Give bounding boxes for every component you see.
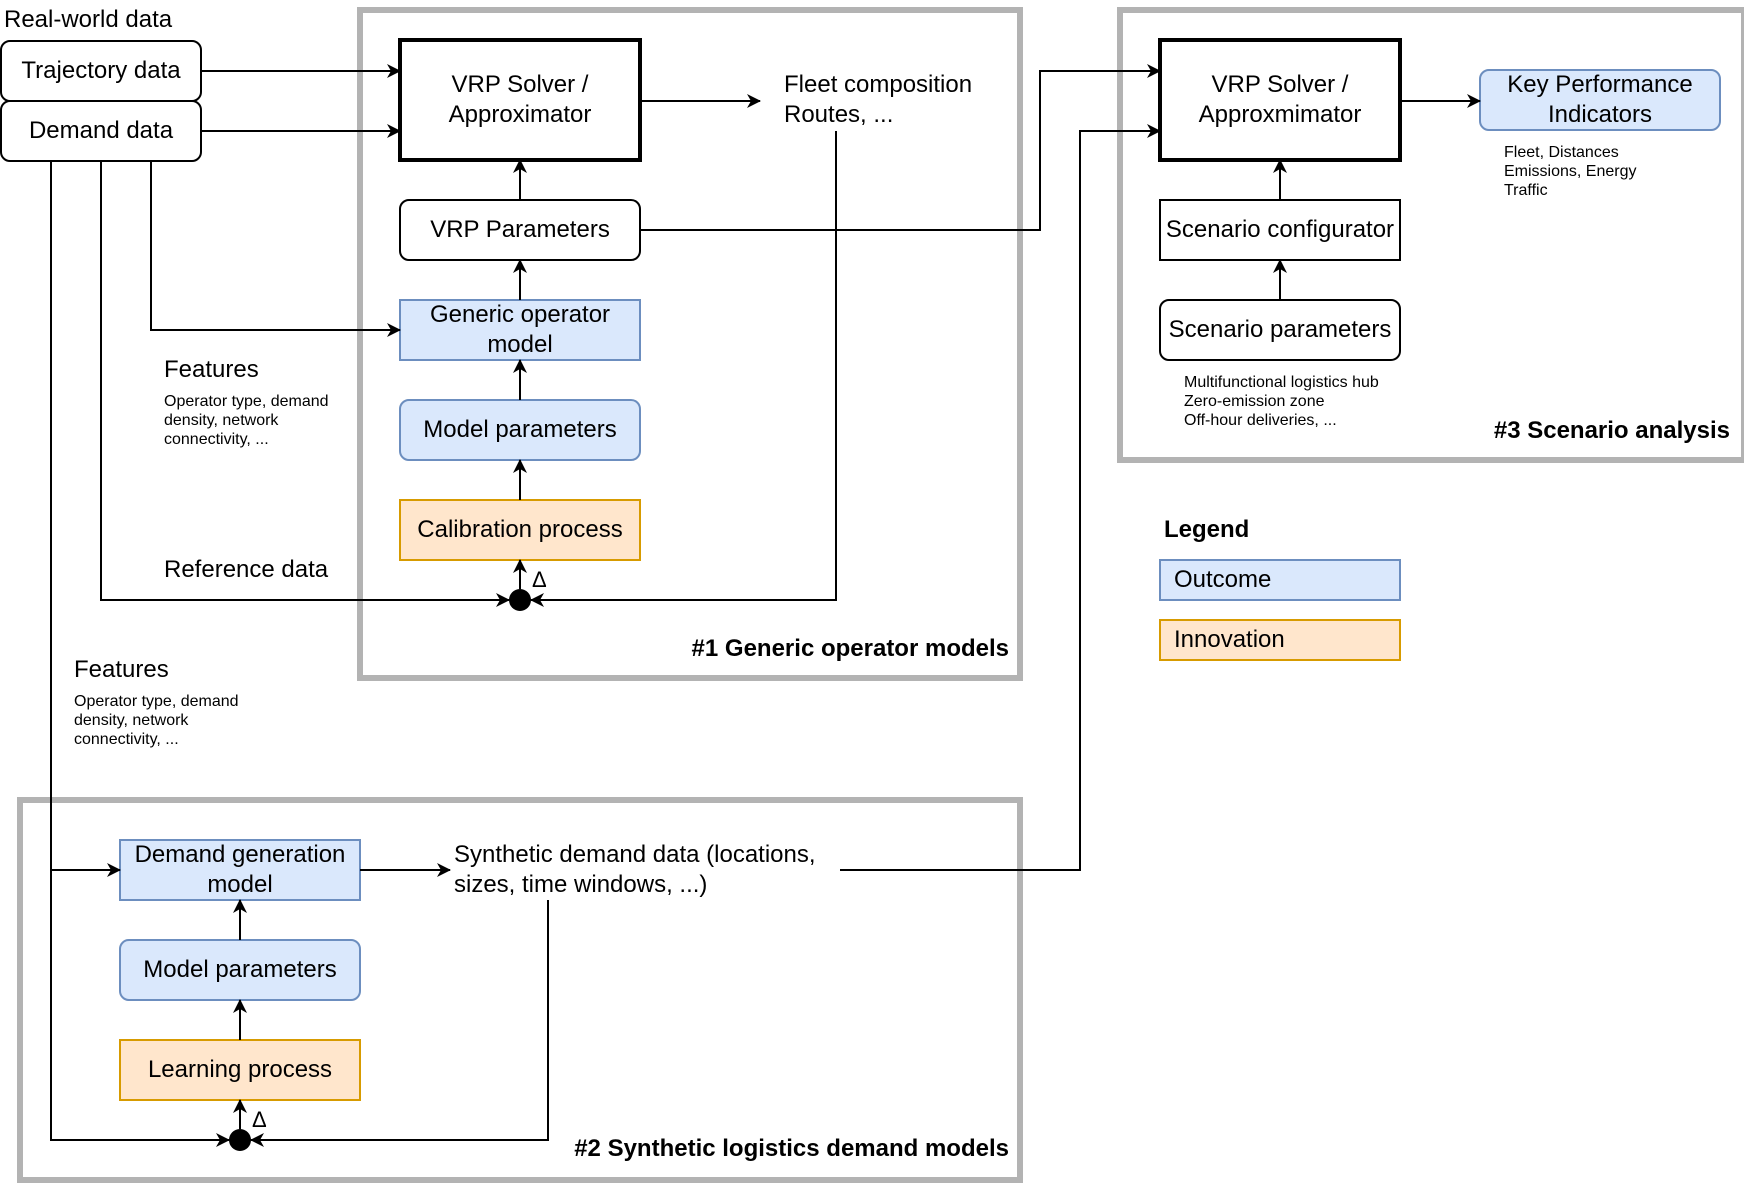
legend-outcome-swatch — [1159, 559, 1401, 601]
edge-demand-to-s2-comparator — [50, 870, 230, 1147]
s1-calibration-box[interactable] — [399, 499, 641, 561]
edge-synthetic-to-s2-comparator — [250, 900, 549, 1147]
edge-fleet-to-comparator — [530, 131, 837, 607]
s1-vrp-params-label[interactable]: VRP Parameters — [430, 216, 610, 243]
legend-innovation-label: Innovation — [1174, 626, 1285, 653]
s1-solver-label[interactable]: VRP Solver / Approximator — [448, 71, 592, 128]
legend-title: Legend — [1164, 516, 1250, 543]
section1-container — [357, 7, 1023, 681]
s3-configurator-label[interactable]: Scenario configurator — [1165, 216, 1395, 243]
s1-features-detail: Operator type, demand density, network c… — [164, 393, 329, 449]
s1-delta-label: Δ — [532, 567, 547, 592]
s2-delta-label: Δ — [252, 1107, 267, 1132]
s2-learning-label[interactable]: Learning process — [147, 1056, 333, 1083]
demand-data-label[interactable]: Demand data — [28, 117, 174, 144]
s2-learning-box[interactable] — [119, 1039, 361, 1101]
trajectory-data-label[interactable]: Trajectory data — [21, 57, 181, 84]
s2-features-detail: Operator type, demand density, network c… — [74, 693, 239, 749]
edge-reference-data-to-comparator — [100, 161, 510, 607]
section3-title: #3 Scenario analysis — [1493, 417, 1730, 444]
synthetic-demand-output: Synthetic demand data (locations, sizes,… — [454, 841, 816, 898]
edge-demand-features-to-model — [150, 161, 401, 337]
s1-calibration-label[interactable]: Calibration process — [417, 516, 623, 543]
edge-synthetic-to-s3-solver — [840, 124, 1161, 871]
section3-container — [1117, 7, 1744, 463]
s1-generic-model-label[interactable]: Generic operator model — [429, 301, 611, 358]
s2-features-heading: Features — [74, 656, 169, 683]
legend-outcome-label: Outcome — [1174, 566, 1272, 593]
section1-title: #1 Generic operator models — [691, 635, 1009, 662]
s3-kpi-detail: Fleet, Distances Emissions, Energy Traff… — [1504, 144, 1637, 200]
s3-scenario-params-label[interactable]: Scenario parameters — [1168, 316, 1392, 343]
s3-kpi-label[interactable]: Key Performance Indicators — [1507, 71, 1693, 128]
s1-features-heading: Features — [164, 356, 259, 383]
s2-model-params-label[interactable]: Model parameters — [143, 956, 337, 983]
s3-scenario-detail: Multifunctional logistics hub Zero-emiss… — [1184, 374, 1379, 430]
reference-data-label: Reference data — [164, 556, 329, 583]
section2-container — [17, 797, 1023, 1183]
edge-vrpparams-to-s3-solver — [640, 64, 1161, 231]
s1-comparator-node — [509, 589, 531, 611]
edge-demand-to-demand-model — [50, 161, 121, 877]
s3-solver-label[interactable]: VRP Solver / Approxmimator — [1198, 71, 1362, 128]
section2-title: #2 Synthetic logistics demand models — [574, 1135, 1009, 1162]
legend-innovation-swatch — [1159, 619, 1401, 661]
s2-demand-model-box[interactable] — [119, 839, 361, 901]
s3-configurator-box[interactable] — [1159, 199, 1401, 261]
fleet-composition-output: Fleet composition Routes, ... — [784, 71, 973, 128]
s1-model-params-label[interactable]: Model parameters — [423, 416, 617, 443]
real-world-data-heading: Real-world data — [4, 6, 173, 33]
s2-comparator-node — [229, 1129, 251, 1151]
s2-demand-model-label[interactable]: Demand generation model — [134, 841, 346, 898]
